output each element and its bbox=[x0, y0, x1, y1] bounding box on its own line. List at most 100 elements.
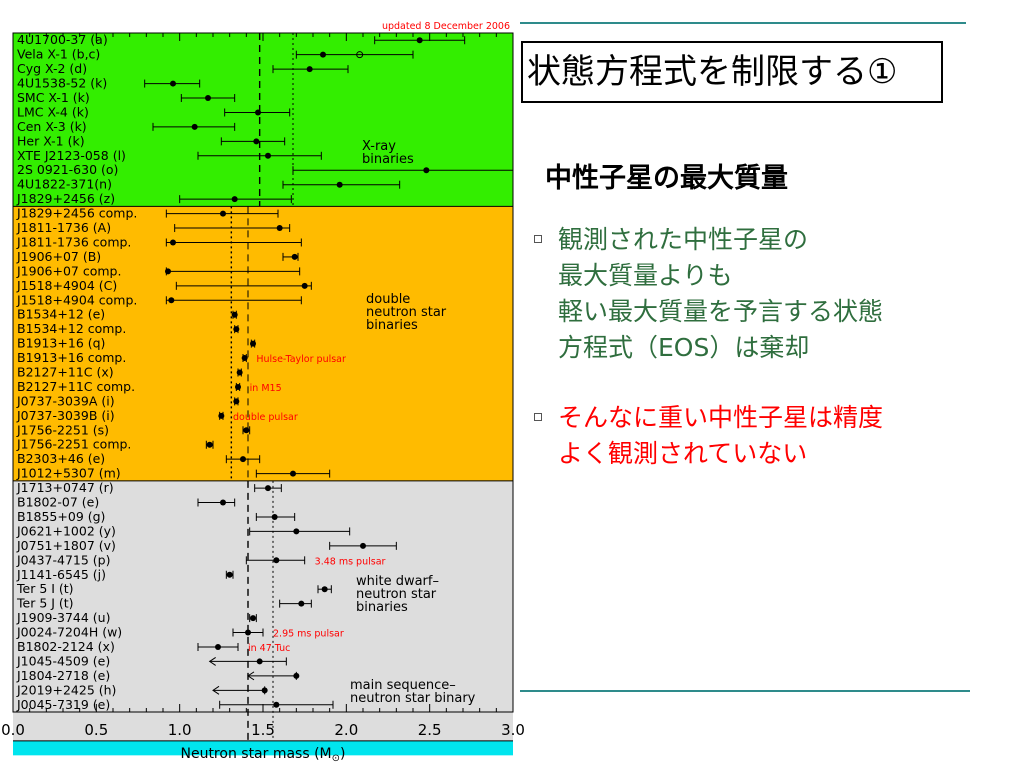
mass-point bbox=[170, 80, 176, 87]
x-tick-label: 2.5 bbox=[418, 721, 442, 739]
x-tick-label: 1.5 bbox=[251, 721, 275, 739]
updated-note: updated 8 December 2006 bbox=[382, 21, 510, 32]
x-tick-label: 0.0 bbox=[1, 721, 25, 739]
object-label: J0045-7319 (e) bbox=[16, 697, 110, 712]
mass-point bbox=[250, 340, 256, 347]
group-label: main sequence– bbox=[350, 678, 456, 693]
lower-limit-arrow bbox=[247, 671, 255, 681]
group-label: white dwarf– bbox=[356, 574, 439, 589]
mass-point bbox=[240, 456, 246, 463]
mass-point bbox=[273, 701, 280, 708]
object-label: J1906+07 comp. bbox=[16, 263, 121, 278]
mass-point bbox=[231, 311, 238, 318]
annotation-label: Hulse-Taylor pulsar bbox=[256, 354, 346, 365]
mass-point bbox=[321, 586, 328, 593]
object-label: J0024-7204H (w) bbox=[16, 625, 122, 640]
object-label: 4U1822-371(n) bbox=[17, 177, 112, 192]
mass-point bbox=[241, 355, 248, 362]
group-label: binaries bbox=[366, 318, 418, 333]
open-point bbox=[356, 51, 364, 59]
object-label: B1913+16 comp. bbox=[17, 350, 126, 365]
mass-point bbox=[165, 268, 171, 275]
bullet-2-line-2: よく観測されていない bbox=[558, 439, 808, 468]
mass-point bbox=[206, 441, 213, 448]
group-label: binaries bbox=[362, 152, 414, 167]
group-band-1 bbox=[13, 206, 513, 481]
mass-point bbox=[233, 326, 240, 333]
object-label: J1141-6545 (j) bbox=[16, 567, 106, 582]
mass-point bbox=[255, 109, 261, 116]
object-label: B1534+12 (e) bbox=[17, 307, 105, 322]
mass-point bbox=[265, 485, 271, 492]
mass-point bbox=[236, 369, 243, 376]
group-label: neutron star bbox=[356, 587, 437, 602]
mass-point bbox=[306, 66, 313, 73]
annotation-label: in M15 bbox=[250, 383, 282, 394]
bullet-1-line-3: 軽い最大質量を予言する状態 bbox=[558, 297, 884, 326]
object-label: B1802-2124 (x) bbox=[17, 639, 115, 654]
x-tick-label: 2.0 bbox=[334, 721, 358, 739]
mass-point bbox=[168, 297, 175, 304]
object-label: Cyg X-2 (d) bbox=[17, 61, 87, 76]
mass-point bbox=[243, 427, 250, 434]
x-axis-label: Neutron star mass (M⊙) bbox=[180, 746, 345, 764]
mass-point bbox=[360, 542, 366, 549]
object-label: J1804-2718 (e) bbox=[16, 668, 110, 683]
object-label: J1811-1736 comp. bbox=[16, 234, 131, 249]
object-label: J1909-3744 (u) bbox=[16, 610, 110, 625]
object-label: J0437-4715 (p) bbox=[16, 552, 110, 567]
mass-point bbox=[298, 600, 305, 607]
group-label: binaries bbox=[356, 600, 408, 615]
bullet-1: 観測された中性子星の 最大質量よりも 軽い最大質量を予言する状態 方程式（EOS… bbox=[534, 222, 1008, 366]
object-label: Vela X-1 (b,c) bbox=[17, 47, 100, 62]
mass-point bbox=[245, 629, 251, 636]
bottom-divider bbox=[520, 690, 970, 692]
mass-point bbox=[273, 557, 280, 564]
group-label: double bbox=[366, 292, 410, 307]
mass-point bbox=[320, 51, 326, 58]
mass-point bbox=[276, 225, 283, 232]
mass-point bbox=[226, 571, 233, 578]
object-label: LMC X-4 (k) bbox=[17, 104, 89, 119]
object-label: 2S 0921-630 (o) bbox=[17, 162, 118, 177]
object-label: Her X-1 (k) bbox=[17, 133, 85, 148]
mass-point bbox=[170, 239, 176, 246]
mass-point bbox=[271, 513, 278, 520]
x-tick-label: 0.5 bbox=[84, 721, 108, 739]
mass-point bbox=[250, 615, 256, 622]
mass-point bbox=[293, 528, 300, 535]
object-label: J1045-4509 (e) bbox=[16, 653, 110, 668]
object-label: SMC X-1 (k) bbox=[17, 90, 90, 105]
object-label: Ter 5 J (t) bbox=[16, 596, 74, 611]
object-label: J1012+5307 (m) bbox=[16, 466, 121, 481]
mass-point bbox=[231, 196, 238, 203]
object-label: J1518+4904 comp. bbox=[16, 292, 137, 307]
bullet-1-line-4: 方程式（EOS）は棄却 bbox=[558, 333, 810, 362]
mass-point bbox=[218, 412, 225, 419]
mass-point bbox=[261, 687, 268, 694]
mass-point bbox=[291, 253, 298, 260]
mass-point bbox=[220, 210, 226, 217]
object-label: J0737-3039A (i) bbox=[16, 393, 115, 408]
object-label: J1756-2251 (s) bbox=[16, 422, 109, 437]
mass-point bbox=[423, 167, 430, 174]
object-label: XTE J2123-058 (l) bbox=[17, 148, 126, 163]
object-label: Ter 5 I (t) bbox=[16, 581, 74, 596]
object-label: J1829+2456 comp. bbox=[16, 206, 137, 221]
top-divider bbox=[520, 22, 966, 24]
group-label: neutron star bbox=[366, 305, 447, 320]
object-label: B1802-07 (e) bbox=[17, 495, 99, 510]
x-tick-label: 3.0 bbox=[501, 721, 525, 739]
object-label: 4U1700-37 (a) bbox=[17, 32, 108, 47]
object-label: J1829+2456 (z) bbox=[16, 191, 115, 206]
mass-point bbox=[205, 95, 211, 102]
object-label: J1811-1736 (A) bbox=[16, 220, 111, 235]
bullet-1-line-2: 最大質量よりも bbox=[558, 261, 733, 290]
mass-point bbox=[265, 152, 271, 159]
mass-point bbox=[215, 643, 221, 650]
mass-point bbox=[293, 672, 300, 679]
annotation-label: 2.95 ms pulsar bbox=[273, 629, 344, 640]
mass-point bbox=[235, 383, 241, 390]
mass-point bbox=[233, 398, 240, 405]
object-label: B1534+12 comp. bbox=[17, 321, 126, 336]
